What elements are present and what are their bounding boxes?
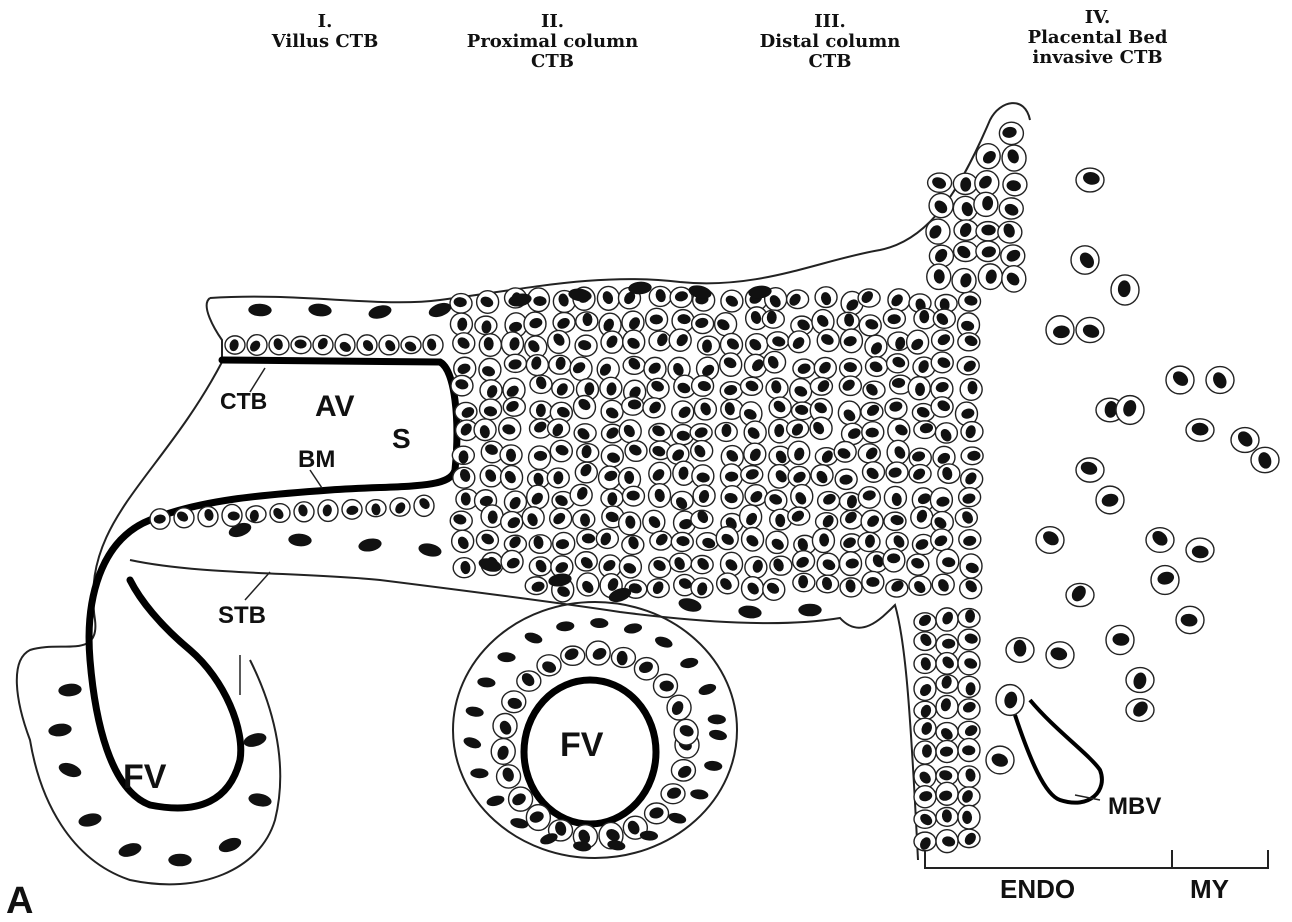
header-line1: Villus CTB bbox=[245, 32, 405, 52]
cell-layer bbox=[48, 122, 1279, 866]
header-line1: Placental Bed bbox=[1000, 28, 1195, 48]
label-my: MY bbox=[1190, 876, 1229, 902]
header-numeral: I. bbox=[245, 12, 405, 32]
header-numeral: II. bbox=[440, 12, 665, 32]
endo-bracket bbox=[925, 850, 1172, 868]
header-line1: Proximal column bbox=[440, 32, 665, 52]
label-mbv: MBV bbox=[1108, 795, 1161, 819]
stb-leader bbox=[245, 572, 270, 600]
label-ctb: CTB bbox=[220, 390, 267, 413]
header-placental-bed-invasive-ctb: IV. Placental Bed invasive CTB bbox=[1000, 8, 1195, 68]
my-bracket bbox=[1172, 850, 1268, 868]
header-villus-ctb: I. Villus CTB bbox=[245, 12, 405, 52]
label-fv-left: FV bbox=[123, 760, 166, 794]
label-endo: ENDO bbox=[1000, 876, 1075, 902]
header-line1: Distal column bbox=[735, 32, 925, 52]
villus-outline bbox=[210, 103, 1030, 302]
label-av: AV bbox=[315, 392, 354, 422]
header-line2: CTB bbox=[735, 52, 925, 72]
header-proximal-column-ctb: II. Proximal column CTB bbox=[440, 12, 665, 72]
label-s: S bbox=[392, 425, 411, 453]
anchoring-villus-outer bbox=[17, 298, 280, 884]
header-distal-column-ctb: III. Distal column CTB bbox=[735, 12, 925, 72]
header-line2: invasive CTB bbox=[1000, 48, 1195, 68]
label-stb: STB bbox=[218, 604, 266, 628]
header-numeral: III. bbox=[735, 12, 925, 32]
label-bm: BM bbox=[298, 448, 335, 472]
header-line2: CTB bbox=[440, 52, 665, 72]
label-fv-center: FV bbox=[560, 728, 603, 762]
maternal-blood-vessel bbox=[1015, 700, 1102, 803]
panel-letter: A bbox=[6, 882, 33, 920]
header-numeral: IV. bbox=[1000, 8, 1195, 28]
